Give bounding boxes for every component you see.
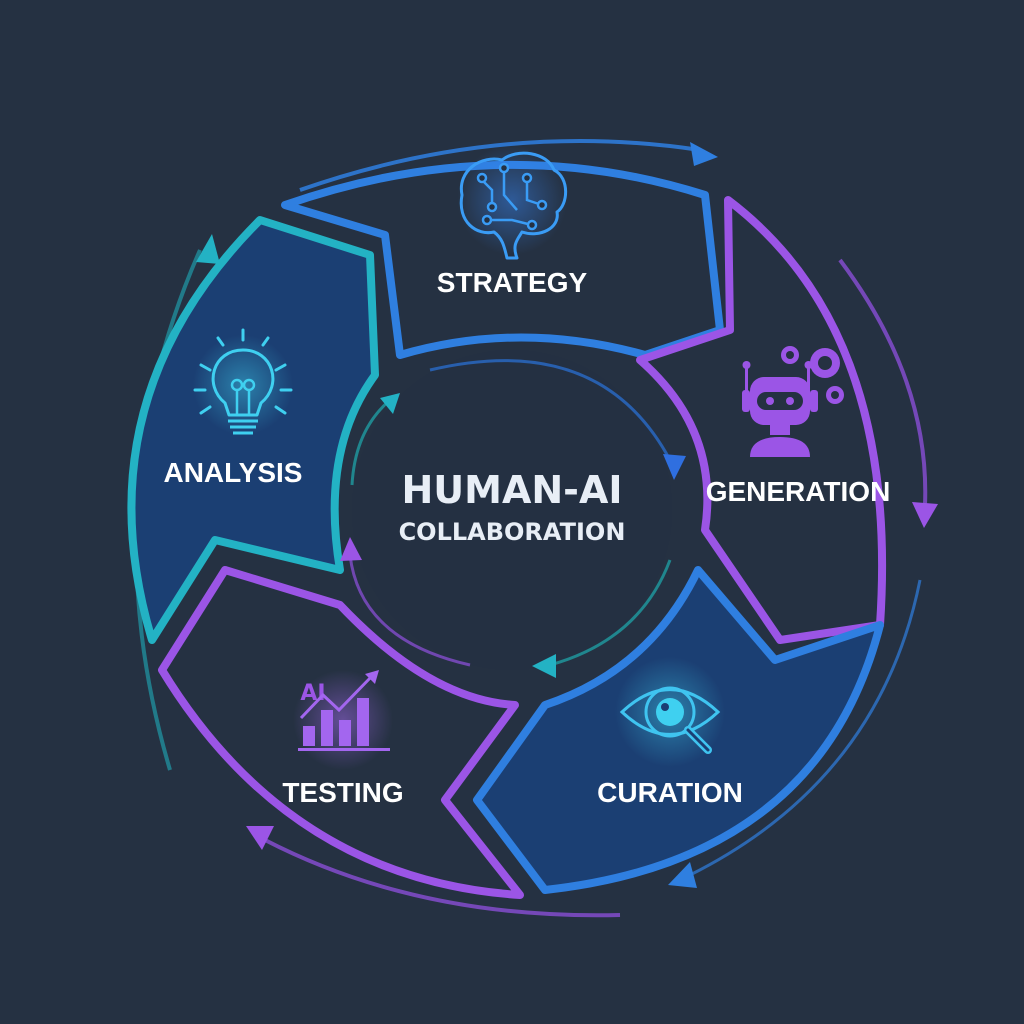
stage-label-analysis: ANALYSIS bbox=[163, 457, 302, 488]
center-title-line2: COLLABORATION bbox=[399, 518, 626, 546]
ai-badge-text: AI bbox=[300, 681, 325, 706]
segment-strategy[interactable] bbox=[281, 160, 724, 359]
stage-label-strategy: STRATEGY bbox=[437, 267, 588, 298]
robot-gears-icon bbox=[742, 346, 844, 457]
center-title-line1: HUMAN-AI bbox=[401, 468, 622, 512]
inner-cycle-arrows bbox=[340, 350, 686, 678]
ai-chart-growth-icon: AI bbox=[293, 670, 393, 770]
stage-label-curation: CURATION bbox=[597, 777, 743, 808]
eye-magnifier-icon bbox=[615, 657, 725, 767]
stage-label-testing: TESTING bbox=[282, 777, 403, 808]
lightbulb-icon bbox=[193, 328, 293, 435]
brain-circuit-icon bbox=[457, 145, 568, 260]
stage-label-generation: GENERATION bbox=[706, 476, 891, 507]
